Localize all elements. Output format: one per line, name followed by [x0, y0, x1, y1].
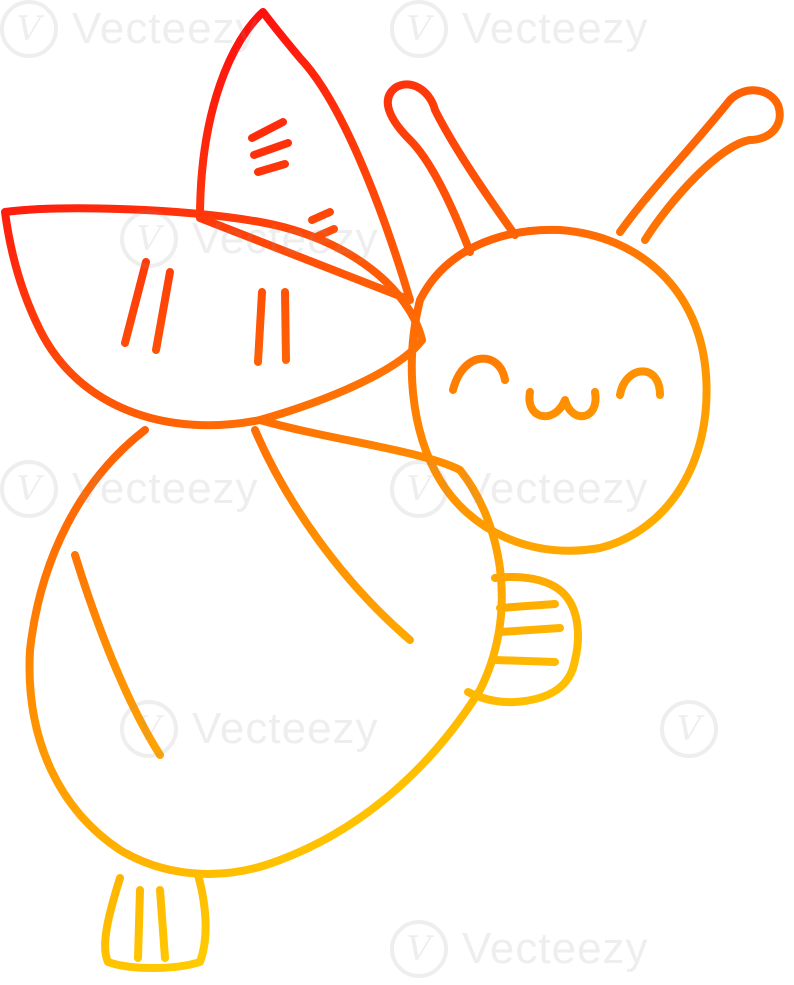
upper-wing-mark	[254, 160, 289, 176]
bee-arm	[464, 572, 582, 707]
left-antenna	[383, 80, 519, 256]
upper-wing-mark	[248, 118, 287, 142]
left-eye	[449, 354, 509, 394]
upper-wing-mark	[308, 208, 334, 224]
body-stripe	[251, 426, 414, 644]
lower-wing	[1, 204, 426, 430]
tail-line	[156, 886, 169, 962]
lower-wing-mark	[254, 288, 266, 366]
upper-wing-mark	[314, 225, 338, 240]
mouth	[525, 388, 600, 421]
lower-wing-mark	[152, 268, 174, 354]
lower-wing-mark	[281, 288, 290, 364]
body-stripe	[71, 551, 164, 759]
tail-line	[134, 886, 144, 962]
bee-body	[25, 416, 506, 878]
right-eye	[616, 367, 664, 399]
lower-wing-mark	[121, 258, 150, 347]
upper-wing-mark	[250, 139, 292, 159]
bee-tail	[101, 871, 210, 972]
arm-finger	[491, 656, 559, 666]
bee-head	[407, 225, 711, 555]
upper-wing	[196, 8, 414, 304]
arm-finger	[496, 624, 564, 636]
arm-finger	[496, 600, 559, 612]
right-antenna	[616, 86, 784, 244]
